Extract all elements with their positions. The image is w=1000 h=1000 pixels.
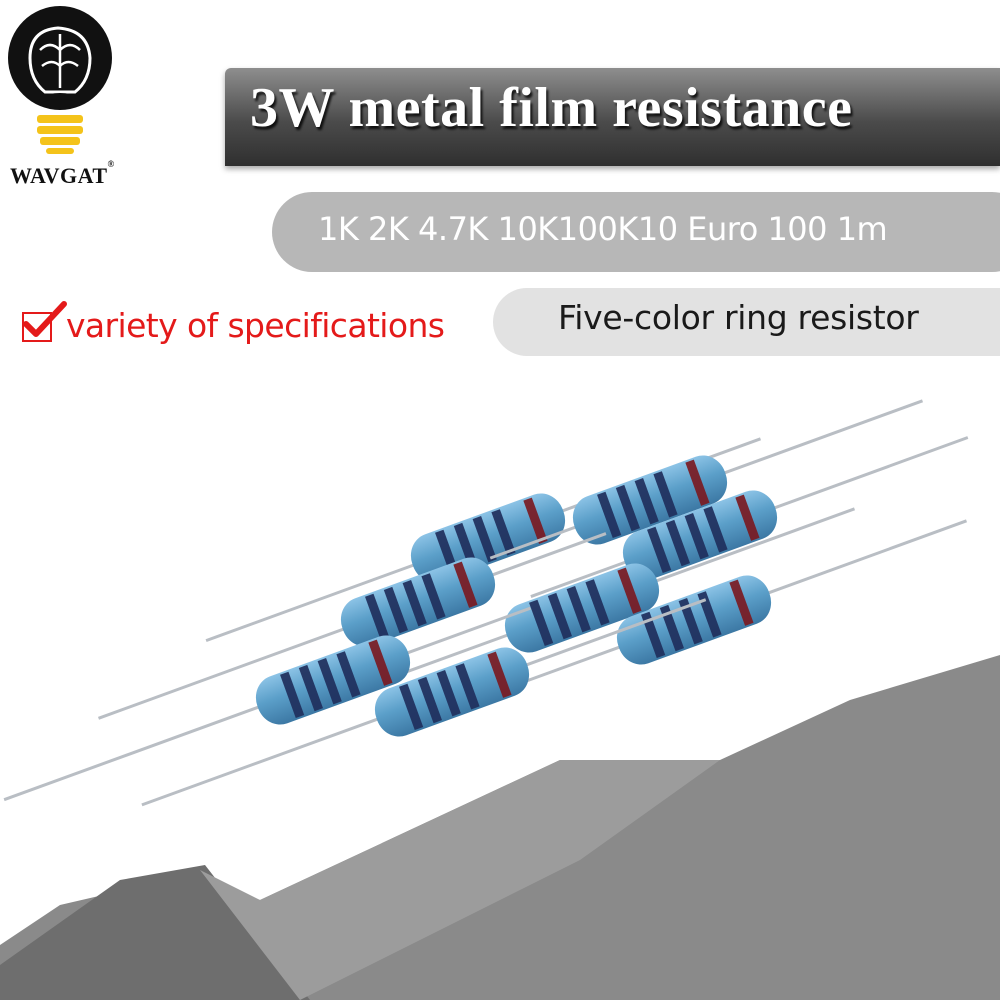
resistor-band [729, 579, 754, 626]
values-pill [272, 192, 1000, 272]
resistor-band [365, 593, 390, 641]
resistor-band [678, 598, 703, 645]
resistor-band [617, 567, 642, 614]
resistor-band [383, 586, 409, 634]
bg-shape-highlight [200, 760, 720, 1000]
resistor-band [566, 586, 591, 633]
title-banner [225, 68, 1000, 166]
resistor-band [417, 676, 443, 724]
resistor-band [647, 526, 672, 574]
resistor-band [336, 651, 361, 698]
resistor-band [368, 639, 393, 686]
resistor-band [529, 599, 554, 647]
resistor-band [455, 663, 480, 710]
brand-name: WAVGAT® [10, 159, 115, 189]
resistor-band [421, 573, 446, 620]
registered-mark: ® [107, 159, 115, 169]
resistor-band [684, 513, 709, 560]
resistor-band [703, 506, 728, 553]
resistor-band [697, 591, 722, 638]
resistor-band [317, 658, 342, 705]
resistor [97, 532, 607, 720]
resistance-values: 1K 2K 4.7K 10K100K10 Euro 100 1m [318, 210, 888, 248]
resistor [141, 598, 707, 807]
resistor-band [634, 478, 659, 525]
resistor-band [487, 651, 512, 698]
resistor-band [399, 683, 424, 731]
resistor-band [472, 516, 497, 563]
resistor-band [597, 491, 622, 539]
resistor-band [298, 664, 324, 712]
brand-logo [8, 6, 112, 154]
resistor [489, 399, 924, 560]
resistor-band [585, 579, 610, 626]
resistor [530, 436, 969, 598]
resistor-band [615, 484, 641, 532]
ring-pill [493, 288, 1000, 356]
resistor [505, 519, 968, 690]
resistor-band [402, 580, 427, 627]
resistor [346, 507, 856, 695]
resistor-band [436, 670, 461, 717]
resistor-band [547, 592, 573, 640]
checkbox-frame [22, 312, 52, 342]
resistor-band [523, 497, 548, 544]
lightbulb-brain-icon [8, 6, 112, 154]
resistor-band [659, 604, 685, 652]
resistor-band [685, 459, 710, 506]
page-title: 3W metal film resistance [250, 77, 853, 139]
resistor-band [641, 611, 666, 659]
resistor-band [453, 561, 478, 608]
resistor-band [735, 494, 760, 541]
ring-resistor-label: Five-color ring resistor [558, 298, 919, 337]
specifications-label: variety of specifications [66, 306, 445, 345]
checkbox-check-icon [23, 301, 67, 337]
resistor-band [653, 471, 678, 518]
resistor-band [491, 509, 516, 556]
resistor-band [665, 519, 691, 567]
resistor-band [280, 671, 305, 719]
resistor [3, 606, 531, 802]
bg-shape-left [0, 865, 310, 1000]
brand-name-text: WAVGAT [10, 163, 108, 188]
